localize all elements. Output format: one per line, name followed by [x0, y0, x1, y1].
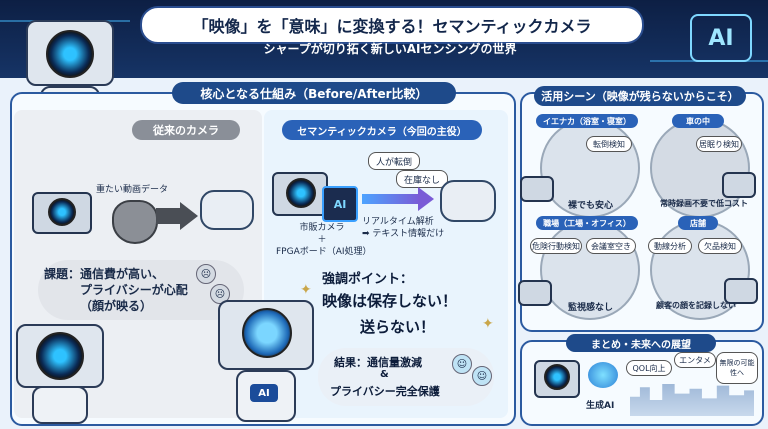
scene-store-bubble2: 欠品検知 [698, 238, 742, 254]
brain-icon [588, 362, 618, 388]
camera-lens-icon [286, 178, 316, 208]
scene-home-title: イエナカ（浴室・寝室） [536, 114, 638, 128]
scene-workplace-circle [540, 220, 640, 320]
hardware-line-2: ＋ [317, 235, 327, 245]
arrow-right-icon [418, 187, 434, 211]
process-line-2: ➡ テキスト情報だけ [362, 229, 445, 239]
event-bubble-fall: 人が転倒 [368, 152, 420, 170]
ai-chip-icon: AI [690, 14, 752, 62]
scene-home-bubble: 転倒検知 [586, 136, 632, 152]
worried-face-icon: ☹ [196, 264, 216, 284]
issue-line-1: 課題：通信費が高い、 [44, 267, 165, 281]
result-amp: & [380, 369, 389, 380]
issue-line-2: プライバシーが心配 [80, 283, 188, 297]
summary-tag-qol: QOL向上 [626, 360, 672, 376]
arrow-shaft [156, 208, 182, 224]
scene-workplace-caption: 監視感なし [568, 303, 614, 313]
result-line-1: 結果：通信量激減 [334, 356, 422, 369]
result-line-2: プライバシー完全保護 [330, 385, 440, 398]
camera-icon [724, 278, 758, 304]
fpga-chip-icon: AI [322, 186, 358, 222]
camera-icon [518, 280, 552, 306]
robot-mascot-center: AI [212, 300, 316, 422]
sparkle-icon: ✦ [482, 316, 494, 332]
camera-icon [520, 176, 554, 202]
hardware-line-1: 市販カメラ [299, 223, 345, 233]
camera-icon [722, 172, 756, 198]
generative-ai-label: 生成AI [586, 401, 615, 411]
scene-store-bubble: 動線分析 [648, 238, 692, 254]
scene-workplace-title: 職場（工場・オフィス） [536, 216, 638, 230]
camera-lens-smile-icon [242, 308, 292, 358]
summary-title: まとめ・未来への展望 [566, 334, 716, 352]
emphasis-line-2: 送らない！ [360, 318, 436, 336]
summary-tag-entertainment: エンタメ [674, 352, 716, 368]
issue-line-3: （顔が映る） [80, 299, 153, 313]
smile-face-icon: ☺ [452, 354, 472, 374]
arrow-shaft [362, 194, 420, 204]
event-bubble-stock: 在庫なし [396, 170, 448, 188]
camera-lens-icon [46, 30, 94, 78]
ai-badge: AI [250, 384, 278, 402]
process-text: リアルタイム解析 ➡ テキスト情報だけ [362, 216, 444, 240]
scene-car-title: 車の中 [672, 114, 724, 128]
scene-car-caption: 常時録画不要で低コスト [660, 199, 748, 208]
emphasis-heading: 強調ポイント： [322, 272, 414, 287]
scene-store-caption: 顧客の顔を記録しない [656, 301, 736, 310]
process-line-1: リアルタイム解析 [362, 217, 434, 227]
scene-store-title: 店舗 [678, 216, 718, 230]
page-subtitle: シャープが切り拓く新しいAIセンシングの世界 [263, 42, 517, 56]
robot-mascot-bottom-left [14, 320, 104, 424]
emphasis-line-1: 映像は保存しない！ [322, 292, 458, 310]
hardware-line-3: FPGAボード（AI処理） [276, 247, 372, 257]
scene-workplace-bubble2: 会議室空き [586, 238, 636, 254]
cloud-server-icon [200, 190, 254, 230]
use-cases-title: 活用シーン（映像が残らないからこそ） [534, 86, 746, 106]
arrow-right-icon [180, 202, 198, 230]
scene-car-bubble: 居眠り検知 [696, 136, 742, 152]
hardware-text: 市販カメラ ＋ FPGAボード（AI処理） [276, 222, 372, 258]
smile-face-icon: ☺ [472, 366, 492, 386]
heavy-bag-icon [112, 200, 158, 244]
page-title: 「映像」を「意味」に変換する！セマンティックカメラ [140, 6, 644, 44]
issue-text: 課題：通信費が高い、 プライバシーが心配 （顔が映る） [44, 266, 188, 314]
robot-body [32, 386, 88, 424]
scene-home-caption: 裸でも安心 [568, 201, 614, 211]
after-title: セマンティックカメラ（今回の主役） [282, 120, 482, 140]
scene-workplace-bubble: 危険行動検知 [530, 238, 582, 254]
mechanism-panel-title: 核心となる仕組み（Before/After比較） [172, 82, 456, 104]
before-title: 従来のカメラ [132, 120, 240, 140]
sparkle-icon: ✦ [300, 282, 312, 298]
camera-lens-icon [48, 198, 76, 226]
data-label: 重たい動画データ [96, 185, 169, 195]
camera-lens-icon [544, 364, 570, 390]
cloud-server-icon [440, 180, 496, 222]
camera-lens-icon [36, 332, 84, 380]
summary-tag-possibility: 無限の可能性へ [716, 352, 758, 384]
